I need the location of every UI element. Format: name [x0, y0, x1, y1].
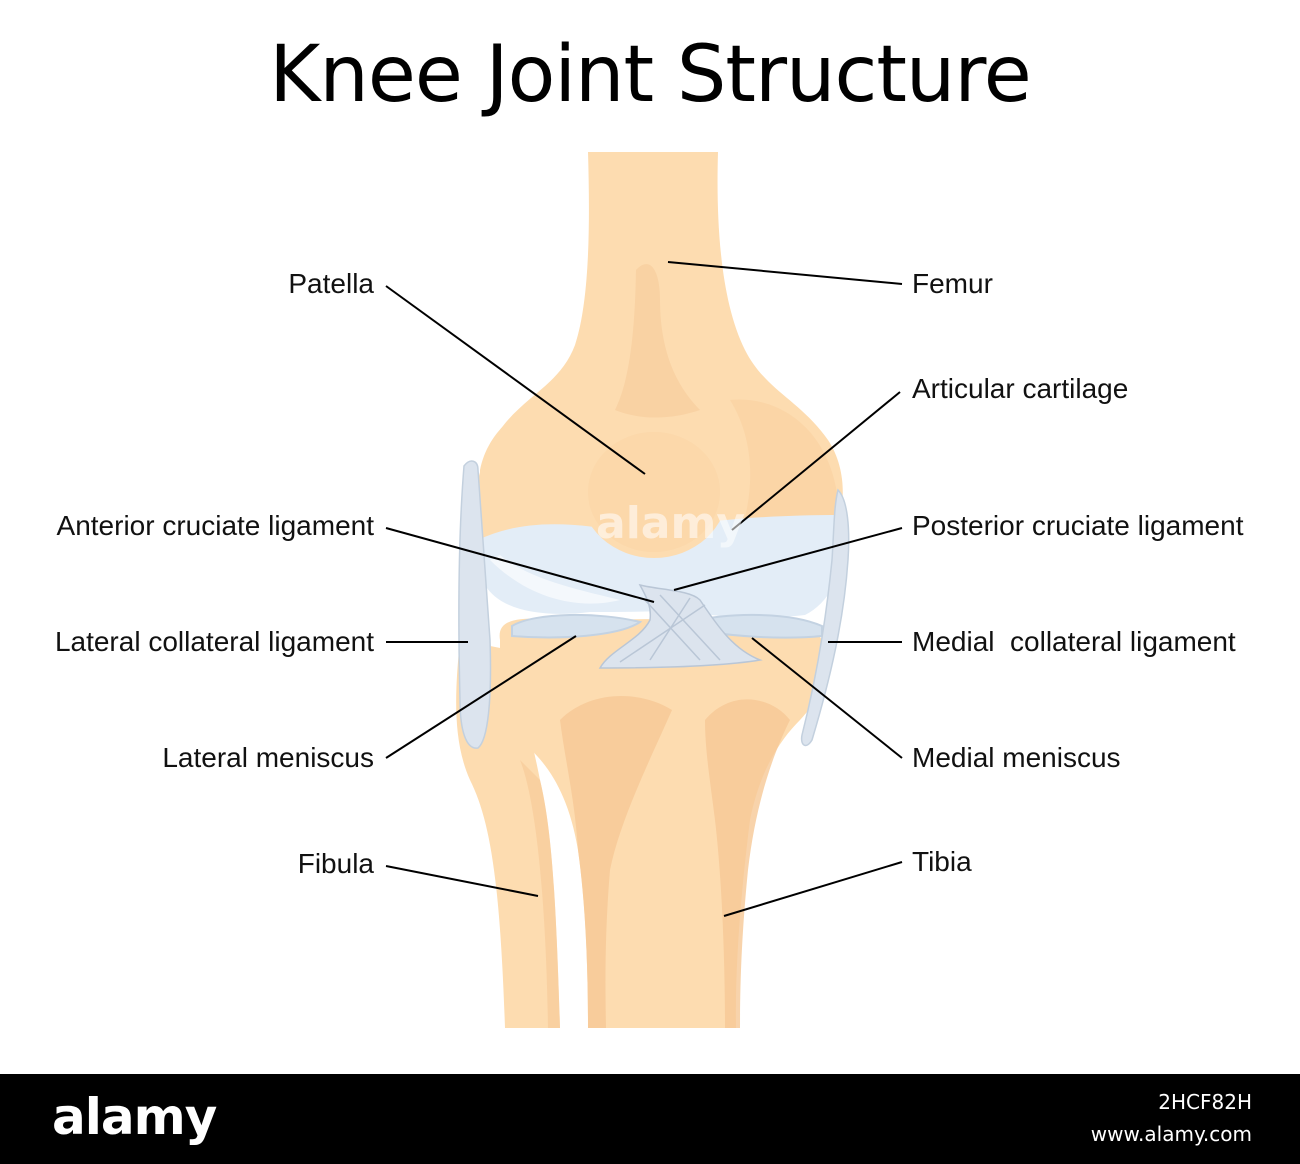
label-lateral-collateral-ligament: Lateral collateral ligament	[54, 626, 374, 657]
cruciate-ligaments	[598, 583, 763, 669]
watermark: alamy	[596, 498, 745, 549]
lateral-meniscus	[511, 613, 643, 639]
label-articular-cartilage: Articular cartilage	[912, 373, 1129, 404]
leader-femur	[667, 261, 903, 285]
label-lateral-meniscus: Lateral meniscus	[162, 742, 374, 773]
label-posterior-cruciate-ligament: Posterior cruciate ligament	[912, 510, 1244, 541]
leader-posterior-cruciate-ligament	[673, 527, 903, 591]
label-medial-collateral-ligament: Medial collateral ligament	[912, 626, 1236, 657]
leader-lateral-meniscus	[385, 635, 577, 759]
leader-lines	[385, 261, 903, 917]
page-title: Knee Joint Structure	[269, 30, 1031, 120]
leader-fibula	[385, 865, 539, 897]
leader-tibia	[723, 861, 903, 917]
label-fibula: Fibula	[297, 848, 374, 879]
label-femur: Femur	[912, 268, 993, 299]
knee-illustration	[385, 152, 903, 1028]
medial-collateral-ligament-band	[800, 488, 850, 747]
label-medial-meniscus: Medial meniscus	[912, 742, 1121, 773]
label-anterior-cruciate-ligament: Anterior cruciate ligament	[56, 510, 374, 541]
leader-patella	[385, 285, 646, 475]
lateral-collateral-ligament-band	[458, 460, 492, 749]
leader-anterior-cruciate-ligament	[385, 527, 655, 603]
leader-medial-meniscus	[751, 637, 903, 759]
footer-bar: alamy 2HCF82H www.alamy.com	[0, 1074, 1300, 1164]
label-patella: Patella	[288, 268, 374, 299]
footer-image-code: 2HCF82H	[1158, 1090, 1252, 1114]
footer-site-url: www.alamy.com	[1090, 1122, 1252, 1146]
leader-articular-cartilage	[731, 391, 901, 531]
footer-brand-logo: alamy	[52, 1088, 217, 1146]
label-tibia: Tibia	[912, 846, 972, 877]
